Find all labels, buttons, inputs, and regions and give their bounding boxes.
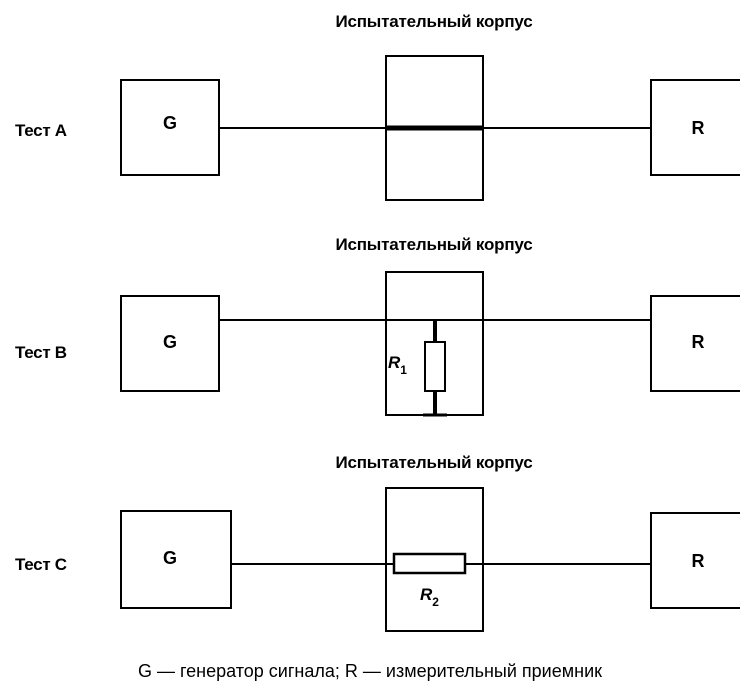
test-c-label: Тест C [15, 555, 67, 574]
test-b-label: Тест B [15, 343, 67, 362]
test-c-generator-letter: G [163, 548, 177, 568]
test-a-case-title: Испытательный корпус [335, 12, 532, 31]
test-a-group: Испытательный корпус Тест A G R [15, 12, 740, 201]
test-b-generator-box [120, 295, 220, 392]
test-b-generator-letter: G [163, 332, 177, 352]
test-b-group: Испытательный корпус Тест B G R R1 [15, 235, 740, 417]
test-b-resistor-label: R1 [388, 353, 407, 377]
test-c-case-title: Испытательный корпус [335, 453, 532, 472]
test-c-group: Испытательный корпус Тест C G R R2 [15, 453, 740, 632]
test-b-receiver-letter: R [692, 332, 705, 352]
test-b-case-title: Испытательный корпус [335, 235, 532, 254]
test-c-case-box [385, 487, 484, 632]
test-a-generator-letter: G [163, 113, 177, 133]
test-a-receiver-letter: R [692, 118, 705, 138]
test-c-resistor-label: R2 [420, 585, 439, 609]
test-b-receiver-box [650, 295, 740, 392]
test-a-label: Тест A [15, 121, 67, 140]
test-c-receiver-box [650, 512, 740, 609]
test-c-generator-box [120, 510, 232, 609]
test-b-resistor-r1 [424, 341, 446, 392]
legend-caption: G — генератор сигнала; R — измерительный… [138, 661, 602, 681]
test-c-receiver-letter: R [692, 551, 705, 571]
test-c-resistor-r2 [392, 552, 467, 575]
